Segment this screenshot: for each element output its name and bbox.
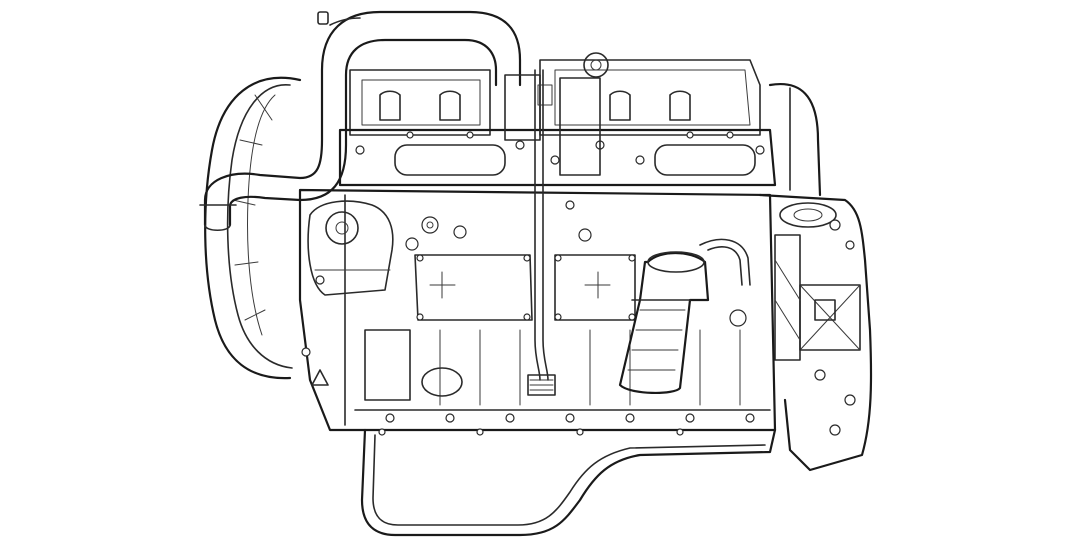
engine-block bbox=[298, 188, 777, 432]
turbocharger bbox=[504, 52, 609, 176]
cylinder-head bbox=[338, 59, 777, 187]
starter-motor bbox=[301, 200, 394, 386]
oil-sump bbox=[360, 428, 777, 537]
flywheel-housing bbox=[204, 76, 302, 380]
oil-filter bbox=[618, 238, 751, 395]
dipstick-tube bbox=[527, 69, 556, 396]
timing-housing bbox=[758, 83, 873, 472]
intake-pipe bbox=[199, 10, 522, 232]
